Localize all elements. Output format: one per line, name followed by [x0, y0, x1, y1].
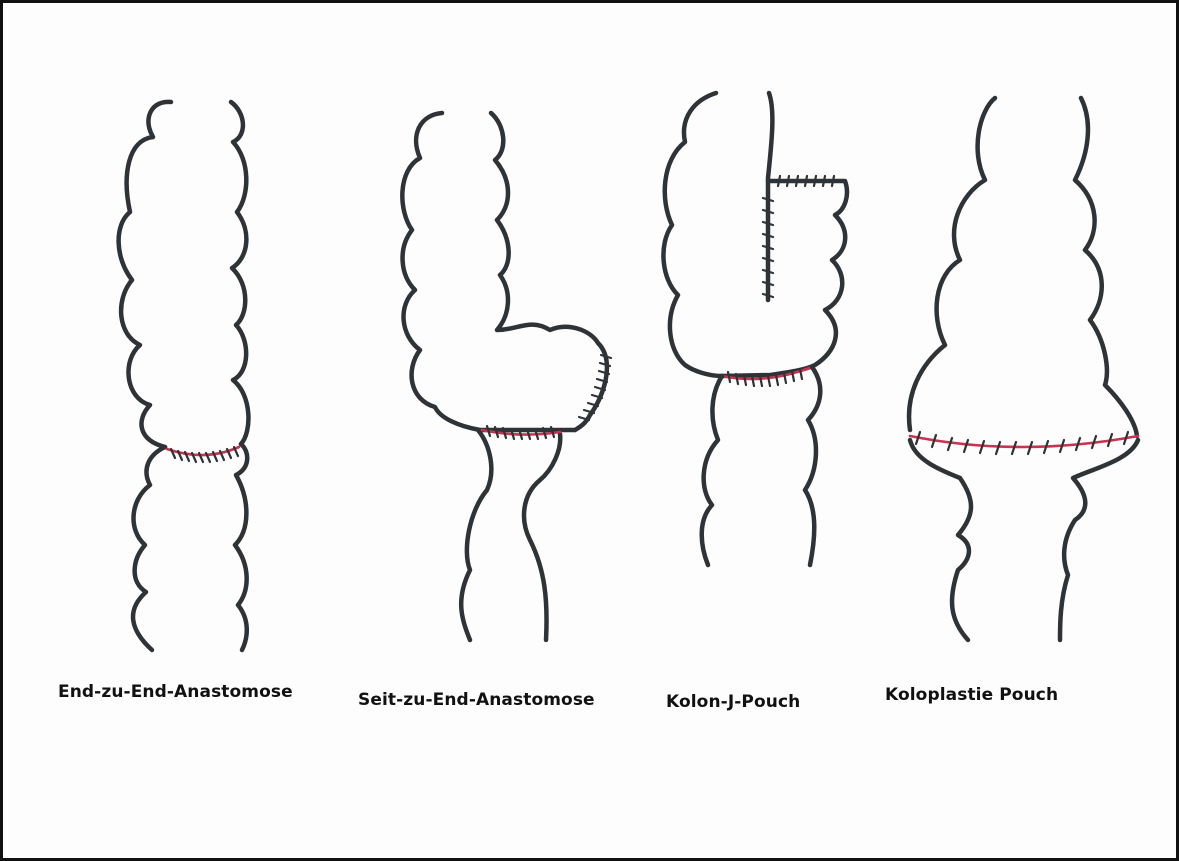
- coloplasty-pouch-drawing: [909, 98, 1138, 640]
- pouch-right-limb: [722, 181, 847, 376]
- upper-colon-outer-wall: [402, 113, 575, 430]
- upper-colon-right-wall: [231, 102, 248, 444]
- lower-colon-left-wall: [461, 430, 491, 640]
- lower-colon-right-wall: [235, 444, 247, 650]
- caption-end-to-end-anastomosis: End-zu-End-Anastomose: [58, 682, 293, 702]
- lower-colon-left-wall: [133, 447, 165, 650]
- lower-colon-left-wall: [702, 376, 722, 565]
- pouch-outer-left-wall: [663, 93, 722, 376]
- lower-colon-right-wall: [524, 434, 560, 640]
- caption-colon-j-pouch: Kolon-J-Pouch: [666, 692, 800, 712]
- upper-colon-left-wall: [119, 102, 171, 447]
- end-to-end-anastomosis-drawing: [119, 102, 249, 650]
- lower-colon-right-wall: [1060, 440, 1138, 640]
- caption-side-to-end-anastomosis: Seit-zu-End-Anastomose: [358, 690, 595, 710]
- upper-colon-inner-wall: [491, 113, 607, 430]
- suture-line: [910, 436, 1138, 447]
- upper-colon-left-wall: [909, 98, 995, 430]
- lower-colon-right-wall: [805, 367, 820, 565]
- side-to-end-anastomosis-drawing: [402, 113, 611, 640]
- pouch-inner-wall: [768, 93, 772, 300]
- colon-j-pouch-drawing: [663, 93, 847, 565]
- caption-coloplasty-pouch: Koloplastie Pouch: [885, 685, 1058, 705]
- upper-colon-right-wall: [1075, 98, 1137, 436]
- lower-colon-left-wall: [910, 440, 971, 640]
